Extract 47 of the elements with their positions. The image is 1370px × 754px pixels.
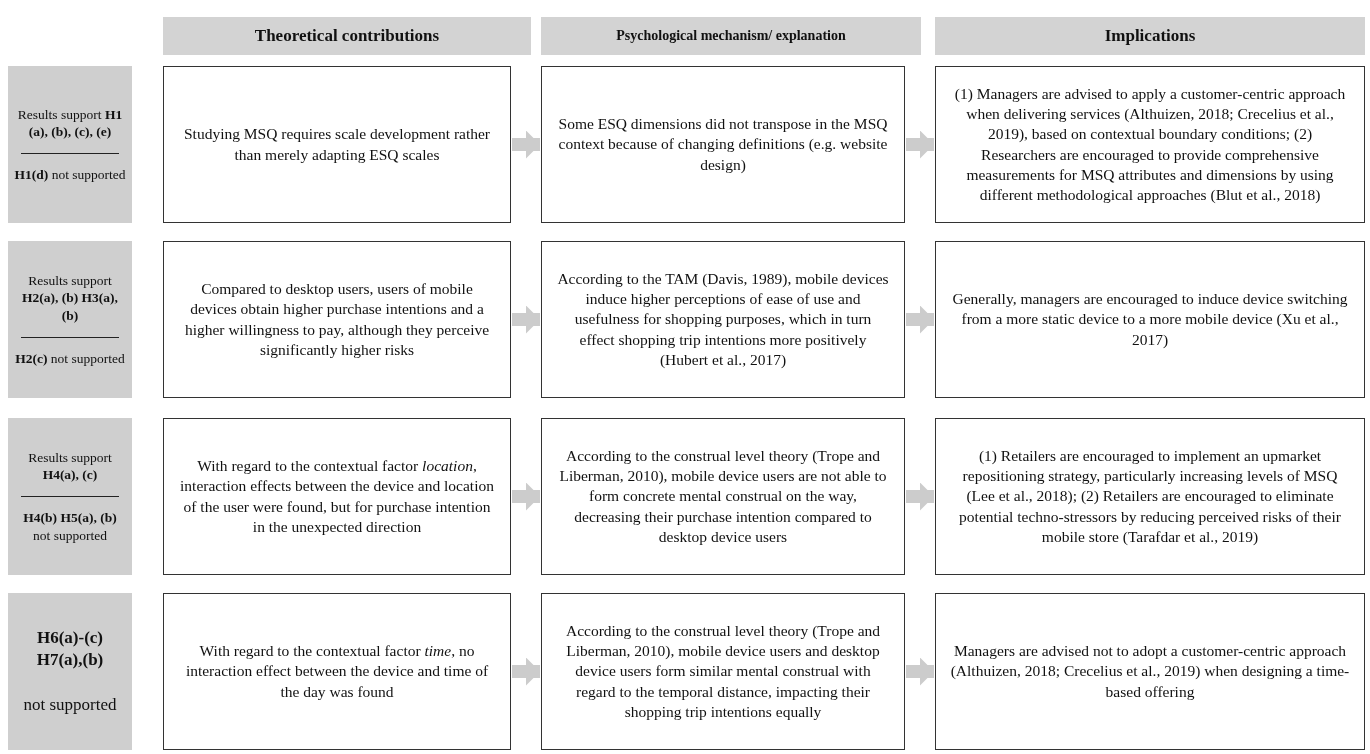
hypothesis-text: Results support H1 (a), (b), (c), (e) <box>16 105 124 141</box>
text-box <box>541 66 905 223</box>
block-arrow <box>906 305 934 334</box>
description-text: (1) Managers are advised to apply a customer-centric approach when delivering services (Althuizen, 2018; Crecelius et al., 2019), based on contextual boundary conditions; (2) Researchers are encouraged to provide comprehensive measurements for MSQ attributes and dimensions by using different methodological approaches (Blut et al., 2018) <box>953 84 1347 205</box>
hypothesis-text: Results support H4(a), (c) <box>27 448 113 484</box>
block-arrow <box>512 130 540 159</box>
text-box <box>935 593 1365 750</box>
result-panel <box>8 418 132 575</box>
hypothesis-text: Results support H2(a), (b) H3(a), (b) <box>21 271 119 325</box>
description-text: With regard to the contextual factor time, no interaction effect between the device and time of the day was found <box>184 641 490 702</box>
text-box <box>935 418 1365 575</box>
text-box <box>935 66 1365 223</box>
column-header: Implications <box>935 17 1365 55</box>
hypothesis-text: H1(d) not supported <box>14 165 126 184</box>
description-text: Some ESQ dimensions did not transpose in the MSQ context because of changing definitions (e.g. website design) <box>557 114 889 175</box>
result-panel <box>8 66 132 223</box>
block-arrow <box>906 482 934 511</box>
description-text: Generally, managers are encouraged to induce device switching from a more static device to a more mobile device (Xu et al., 2017) <box>951 289 1349 350</box>
hypothesis-text: H4(b) H5(a), (b) not supported <box>22 509 118 545</box>
text-box <box>935 241 1365 398</box>
description-text: Managers are advised not to adopt a customer-centric approach (Althuizen, 2018; Crecelius et al., 2019) when designing a time-based offering <box>950 641 1350 702</box>
result-panel <box>8 241 132 398</box>
text-box <box>541 418 905 575</box>
text-box <box>163 418 511 575</box>
column-header: Theoretical contributions <box>163 17 531 55</box>
text-box <box>541 241 905 398</box>
hypothesis-text: H2(c) not supported <box>15 349 125 368</box>
text-box <box>163 66 511 223</box>
description-text: According to the construal level theory (Trope and Liberman, 2010), mobile device users and desktop device users form similar mental construal with regard to the temporal distance, impacting their shopping trip intentions equally <box>564 621 882 722</box>
description-text: According to the TAM (Davis, 1989), mobile devices induce higher perceptions of ease of use and usefulness for shopping purposes, which in turn effect shopping trip intentions more positively (Hubert et al., 2017) <box>556 269 890 370</box>
block-arrow <box>512 305 540 334</box>
description-text: With regard to the contextual factor location, interaction effects between the device and location of the user were found, but for purchase intention in the unexpected direction <box>179 456 495 537</box>
description-text: (1) Retailers are encouraged to implement an upmarket repositioning strategy, particularly increasing levels of MSQ (Lee et al., 2018); (2) Retailers are encouraged to eliminate potential techno-stressors by reducing perceived risks of their mobile store (Tarafdar et al., 2019) <box>958 446 1342 547</box>
text-box <box>541 593 905 750</box>
description-text: Compared to desktop users, users of mobile devices obtain higher purchase intentions and a higher willingness to pay, although they perceive significantly higher risks <box>183 279 491 360</box>
description-text: According to the construal level theory (Trope and Liberman, 2010), mobile device users are not able to form concrete mental construal on the way, decreasing their purchase intention compared to desktop device users <box>558 446 888 547</box>
block-arrow <box>906 657 934 686</box>
block-arrow <box>906 130 934 159</box>
text-box <box>163 241 511 398</box>
result-panel <box>8 593 132 750</box>
column-header: Psychological mechanism/ explanation <box>541 17 921 55</box>
description-text: Studying MSQ requires scale development rather than merely adapting ESQ scales <box>182 124 492 165</box>
block-arrow <box>512 657 540 686</box>
block-arrow <box>512 482 540 511</box>
hypothesis-text: not supported <box>23 693 117 716</box>
hypothesis-text: H6(a)-(c) H7(a),(b) <box>35 627 105 672</box>
text-box <box>163 593 511 750</box>
